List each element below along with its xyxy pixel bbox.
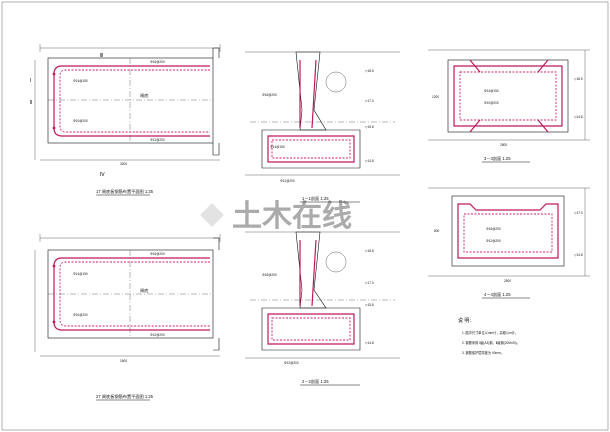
plan-center-label: 闸底 [140, 287, 148, 294]
section-mark: Ⅱ [30, 100, 32, 106]
rebar-callout: Φ16@200 [262, 273, 277, 277]
rebar-callout: Φ14@150 [73, 79, 88, 83]
view-top-left: Φ16@200 Φ12@200 Φ14@150 Φ10@200 闸底 3200 … [30, 44, 221, 196]
rebar-callout: Φ16@200 [486, 227, 501, 231]
view-caption: 27 闸底板钢筋布置平面图 1:25 [96, 393, 154, 400]
rebar-callout: Φ12@200 [150, 138, 165, 142]
rebar-callout: Φ14@150 [73, 272, 88, 276]
view-bottom-left: Φ16@200 Φ12@200 Φ14@150 Φ10@200 闸底 1600 … [34, 234, 221, 401]
elevation-label: ▽18.5 [365, 69, 374, 73]
elevation-label: ▽15.8 [365, 303, 374, 307]
view-caption: 1－1剖面 1:25 [302, 195, 329, 202]
elevation-label: ▽17.0 [365, 99, 374, 103]
elevation-label: ▽14.8 [574, 253, 583, 257]
watermark: 土木在线 [200, 200, 352, 233]
elevation-label: ▽14.8 [365, 159, 374, 163]
rebar-callout: Φ14@150 [270, 145, 285, 149]
view-caption: 17 闸底板钢筋布置平面图 1:25 [96, 188, 154, 195]
section-mark: Ⅲ [100, 53, 103, 59]
rebar-callout: Φ12@200 [284, 361, 299, 365]
rebar-callout: Φ10@200 [73, 119, 88, 123]
view-caption: 4－4剖面 1:25 [484, 291, 511, 298]
dimension-label: 2500 [500, 143, 507, 147]
view-bottom-middle: ▽18.5 ▽17.0 ▽15.8 ▽14.8 Φ16@200 Φ12@200 … [245, 231, 400, 386]
rebar-callout: Φ10@200 [484, 101, 499, 105]
rebar-callout: Φ12@200 [280, 179, 295, 183]
elevation-label: ▽17.0 [574, 211, 583, 215]
notes-line: 1. 图中尺寸单位以mm计，高程以m计。 [462, 330, 518, 335]
notes-block: 说 明： 1. 图中尺寸单位以mm计，高程以m计。 2. 钢筋采用 Ⅰ级(A3)… [458, 317, 520, 355]
elevation-label: ▽15.8 [365, 125, 374, 129]
view-mid-right: 800 2500 ▽17.0 ▽14.8 Φ16@200 Φ12@200 4－4… [428, 187, 590, 299]
dimension-label: 1200 [432, 95, 439, 99]
dimension-label: 800 [434, 229, 440, 233]
view-caption: 3－3剖面 1:25 [484, 155, 511, 162]
dimension-label: 1600 [120, 359, 127, 363]
dimension-label: 2500 [504, 279, 511, 283]
section-mark: Ⅰ [30, 78, 31, 84]
elevation-label: ▽18.5 [365, 249, 374, 253]
dimension-label: 3200 [120, 162, 127, 166]
elevation-label: ▽14.8 [365, 341, 374, 345]
rebar-callout: Φ10@200 [73, 313, 88, 317]
view-top-right: 1200 2500 ▽18.5 ▽14.8 Φ14@150 Φ10@200 3－… [428, 49, 590, 163]
rebar-callout: Φ16@200 [150, 60, 165, 64]
section-mark: Ⅳ [100, 172, 105, 178]
rebar-callout: Φ12@200 [486, 239, 501, 243]
elevation-label: ▽18.5 [574, 77, 583, 81]
rebar-callout: Φ16@200 [150, 252, 165, 256]
notes-line: 3. 钢筋保护层厚度为 40mm。 [462, 350, 504, 355]
plan-center-label: 闸底 [140, 92, 148, 99]
elevation-label: ▽17.0 [365, 281, 374, 285]
view-caption: 2－2剖面 1:25 [302, 378, 329, 385]
watermark-text: 土木在线 [232, 200, 352, 233]
notes-title: 说 明： [458, 317, 474, 324]
elevation-label: ▽14.8 [574, 115, 583, 119]
view-top-middle: ▽18.5 ▽17.0 ▽15.8 ▽14.8 Φ16@200 Φ12@200 … [245, 51, 400, 203]
rebar-callout: Φ16@200 [262, 93, 277, 97]
rebar-callout: Φ12@200 [150, 333, 165, 337]
rebar-callout: Φ14@150 [484, 89, 499, 93]
notes-line: 2. 钢筋采用 Ⅰ级(A3)钢，Ⅱ级钢(20MnSi)。 [462, 340, 520, 345]
